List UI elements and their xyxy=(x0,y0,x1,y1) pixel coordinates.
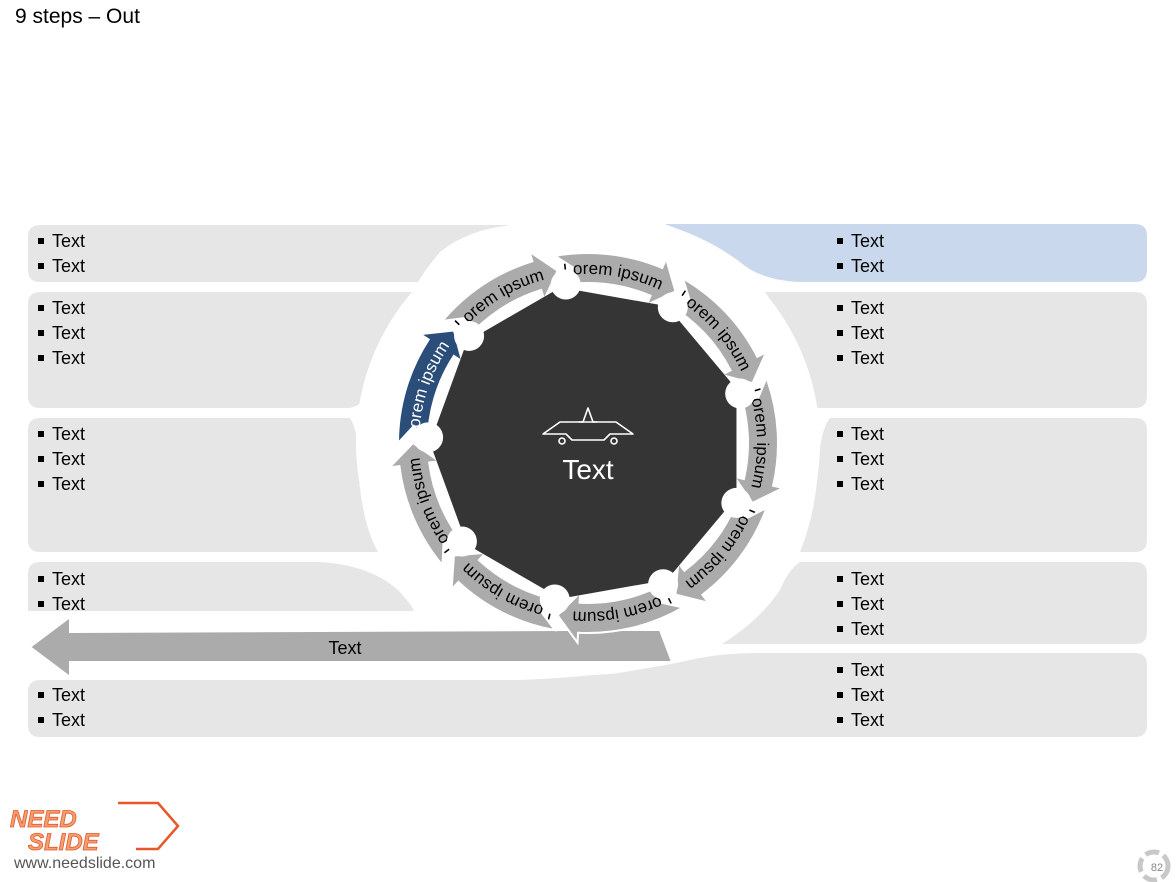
airplane-icon xyxy=(542,407,634,445)
list-item: Text xyxy=(38,447,85,472)
list-item: Text xyxy=(38,683,85,708)
list-item: Text xyxy=(837,472,884,497)
list-item: Text xyxy=(38,254,85,279)
list-item: Text xyxy=(38,346,85,371)
left-list-4: Text Text xyxy=(38,567,85,617)
list-item: Text xyxy=(837,296,884,321)
svg-text:NEED: NEED xyxy=(10,806,77,833)
list-item: Text xyxy=(837,567,884,592)
list-item: Text xyxy=(837,658,884,683)
right-panel-1-highlight xyxy=(662,224,1147,282)
left-panel-3 xyxy=(28,418,378,552)
slide-title: 9 steps – Out xyxy=(15,5,140,28)
list-item: Text xyxy=(38,567,85,592)
left-list-2: Text Text Text xyxy=(38,296,85,371)
left-panel-2 xyxy=(28,292,416,408)
right-panel-4 xyxy=(722,562,1147,644)
right-list-4: Text Text Text xyxy=(837,567,884,642)
needslide-logo: NEED SLIDE xyxy=(10,801,180,856)
connector-knob xyxy=(539,584,570,615)
left-list-5: Text Text xyxy=(38,683,85,733)
connector-knob xyxy=(657,292,688,323)
center-nonagon xyxy=(430,287,737,599)
connector-knob xyxy=(725,378,756,409)
list-item: Text xyxy=(38,472,85,497)
right-list-2: Text Text Text xyxy=(837,296,884,371)
exit-arrow-label: Text xyxy=(328,638,361,658)
footer-url: www.needslide.com xyxy=(14,855,156,872)
right-list-3: Text Text Text xyxy=(837,422,884,497)
list-item: Text xyxy=(837,683,884,708)
list-item: Text xyxy=(38,422,85,447)
list-item: Text xyxy=(837,447,884,472)
connector-knobs xyxy=(413,269,756,615)
list-item: Text xyxy=(837,254,884,279)
left-panel-4 xyxy=(28,562,414,611)
center-label: Text xyxy=(562,454,614,485)
list-item: Text xyxy=(837,422,884,447)
right-list-5: Text Text Text xyxy=(837,658,884,733)
connector-knob xyxy=(648,569,679,600)
list-item: Text xyxy=(837,321,884,346)
left-panel-5 xyxy=(28,653,1147,737)
list-item: Text xyxy=(837,708,884,733)
list-item: Text xyxy=(38,296,85,321)
list-item: Text xyxy=(837,592,884,617)
list-item: Text xyxy=(38,708,85,733)
list-item: Text xyxy=(38,592,85,617)
list-item: Text xyxy=(837,229,884,254)
connector-knob xyxy=(721,487,752,518)
exit-arrow xyxy=(28,615,674,679)
page-number-badge: 82 xyxy=(1137,849,1171,882)
right-panel-2 xyxy=(765,292,1147,408)
right-panel-3 xyxy=(800,418,1147,552)
connector-knob xyxy=(413,422,444,453)
svg-text:SLIDE: SLIDE xyxy=(28,829,100,856)
page-number: 82 xyxy=(1151,862,1163,874)
list-item: Text xyxy=(38,321,85,346)
connector-knob xyxy=(550,269,581,300)
connector-knob xyxy=(446,526,477,557)
left-list-3: Text Text Text xyxy=(38,422,85,497)
connector-knob xyxy=(454,320,485,351)
left-panel-1 xyxy=(28,225,515,282)
list-item: Text xyxy=(837,617,884,642)
list-item: Text xyxy=(38,229,85,254)
list-item: Text xyxy=(837,346,884,371)
right-list-1: Text Text xyxy=(837,229,884,279)
left-list-1: Text Text xyxy=(38,229,85,279)
